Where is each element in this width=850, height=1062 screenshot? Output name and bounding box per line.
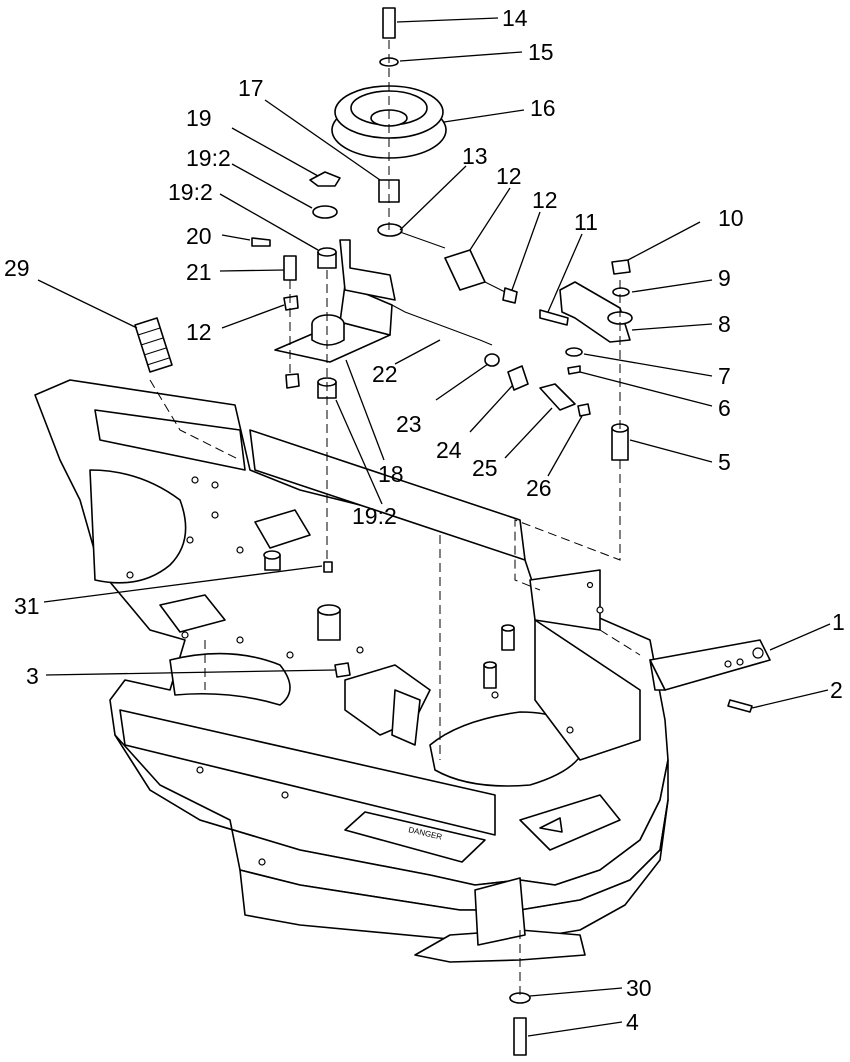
callout-10: 10 [718, 205, 744, 231]
callout-19: 18 [378, 461, 404, 487]
trunnion-27 [539, 383, 576, 411]
bracket-1 [649, 639, 771, 691]
clip-6 [567, 365, 581, 375]
callout-14: 13 [462, 143, 488, 169]
callout-30: 30 [626, 975, 652, 1001]
bolt-15 [382, 7, 396, 39]
bolt-21 [283, 255, 297, 281]
callout-15: 14 [502, 5, 528, 31]
washer-22 [312, 205, 338, 219]
callout-23: 20 [186, 223, 212, 249]
washer-9 [612, 287, 630, 297]
spacer-18 [378, 179, 400, 203]
nut-12-left [283, 295, 299, 311]
rod-eye-14 [377, 223, 403, 237]
callout-1: 1 [832, 609, 845, 635]
callout-16: 15 [528, 39, 554, 65]
callout-9: 9 [718, 265, 731, 291]
callout-19-2-lower: 19:2 [352, 503, 397, 529]
callout-19-2-upper: 19:2 [168, 179, 213, 205]
callout-labels: 14 15 16 17 19 19:2 19:2 20 21 29 12 13 [4, 5, 845, 1037]
callout-7: 7 [718, 363, 731, 389]
callout-13: 12 [496, 163, 522, 189]
callout-17: 16 [530, 95, 556, 121]
pivot-bracket-19 [274, 239, 396, 363]
callout-5: 5 [718, 449, 731, 475]
screw-2 [727, 699, 753, 713]
callout-31: 31 [14, 593, 40, 619]
callout-27: 25 [472, 455, 498, 481]
callout-3: 3 [26, 663, 39, 689]
mower-deck: DANGER [34, 379, 669, 963]
washer-25 [484, 353, 500, 367]
callout-8: 8 [718, 311, 731, 337]
callout-11: 11 [574, 209, 598, 235]
callout-22: 19:2 [186, 145, 231, 171]
callout-29: 29 [4, 255, 30, 281]
callout-28: 26 [526, 475, 552, 501]
rod-24 [391, 304, 493, 346]
washer-7 [565, 347, 583, 357]
callout-18: 17 [238, 75, 264, 101]
nut-3 [334, 662, 351, 678]
spring-26 [507, 365, 529, 391]
callout-25: 23 [396, 411, 422, 437]
callout-4: 4 [626, 1009, 639, 1035]
callout-24: 22 [372, 361, 398, 387]
e-clip-20 [309, 171, 341, 187]
callout-21: 21 [186, 259, 212, 285]
rod-11 [539, 309, 569, 326]
fitting-31 [323, 561, 333, 573]
spring-29 [134, 317, 173, 373]
bolt-4 [513, 1017, 527, 1056]
callout-12-left: 12 [186, 319, 212, 345]
cotter-23 [251, 237, 271, 247]
callout-12-right: 12 [532, 187, 558, 213]
assembly-centerlines [149, 40, 641, 995]
callout-2: 2 [830, 677, 843, 703]
nut-28 [577, 403, 591, 417]
callout-20: 19 [186, 105, 212, 131]
nut-10 [611, 259, 631, 275]
callout-6: 6 [718, 395, 731, 421]
adjuster-13 [444, 249, 486, 291]
danger-decal: DANGER [344, 794, 621, 863]
nut-12 [502, 287, 518, 304]
callout-26: 24 [436, 437, 462, 463]
